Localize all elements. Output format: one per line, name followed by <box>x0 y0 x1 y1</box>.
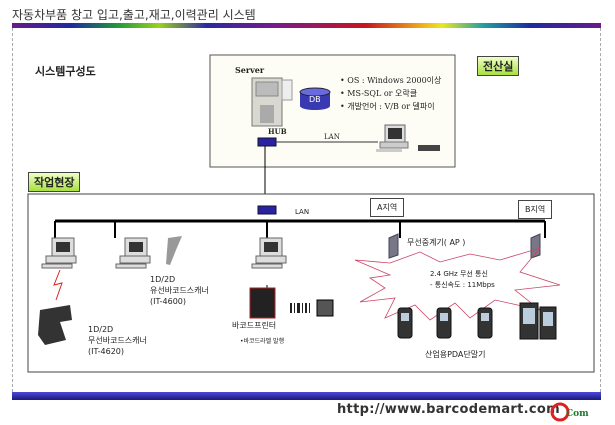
wireless-link-icon <box>53 269 63 301</box>
wireless-scanner-model: (IT-4620) <box>88 347 124 356</box>
spec-os: • OS : Windows 2000이상 <box>340 76 442 85</box>
server-lan-label: LAN <box>324 133 340 141</box>
db-label: DB <box>309 95 321 104</box>
hub-label: HUB <box>268 127 287 136</box>
wireless-scanner-icon <box>38 305 72 345</box>
barcode-icon <box>290 303 310 313</box>
printer-icon <box>418 145 440 151</box>
hub-icon <box>257 137 277 147</box>
pda-label: 산업용PDA단말기 <box>425 350 486 359</box>
qr-code-icon <box>316 299 334 317</box>
footer-bar <box>12 392 601 400</box>
wired-scanner-label: 1D/2D 유선바코드스캐너 (IT-4600) <box>150 274 209 307</box>
ap-label: 무선중계기( AP ) <box>407 238 466 247</box>
svg-text:Com: Com <box>566 409 589 419</box>
barcode-printer-icon <box>249 287 276 319</box>
server-room-box <box>209 54 456 168</box>
workplace-box <box>27 193 595 373</box>
server-label: Server <box>235 65 265 75</box>
wired-scanner-icon <box>166 236 182 265</box>
wired-scanner-model: (IT-4600) <box>150 297 186 306</box>
section-title: 시스템구성도 <box>35 65 96 78</box>
access-point-icon <box>388 233 541 259</box>
wireless-scanner-name: 무선바코드스캐너 <box>88 336 147 345</box>
wireless-scanner-type: 1D/2D <box>88 325 114 334</box>
website-url[interactable]: http://www.barcodemart.com <box>337 402 560 417</box>
page-title: 자동차부품 창고 입고,출고,재고,이력관리 시스템 <box>12 8 256 22</box>
computer-icon <box>376 124 409 152</box>
wireless-scanner-label: 1D/2D 무선바코드스캐너 (IT-4620) <box>88 324 147 357</box>
zone-a-label: A지역 <box>370 198 405 217</box>
wired-scanner-type: 1D/2D <box>150 275 176 284</box>
workplace-hub-icon <box>257 205 277 215</box>
icom-logo: Com <box>550 402 589 422</box>
workplace-label: 작업현장 <box>28 172 81 192</box>
barcode-printer-label: 바코드프린터 <box>232 321 277 330</box>
spec-lang: • 개발언어 : V/B or 델파이 <box>340 102 435 111</box>
server-room-label: 전산실 <box>477 56 520 76</box>
wireless-freq: 2.4 GHz 무선 통신 <box>430 270 488 278</box>
rainbow-divider <box>12 23 601 28</box>
wired-scanner-name: 유선바코드스캐너 <box>150 286 209 295</box>
spec-db: • MS-SQL or 오락클 <box>340 89 418 98</box>
printer-note: •바코드라벨 발행 <box>240 338 285 345</box>
wireless-speed: - 통신속도 : 11Mbps <box>430 281 495 289</box>
zone-b-label: B지역 <box>518 200 553 219</box>
database-icon <box>299 87 331 110</box>
wireless-burst <box>354 247 561 321</box>
workplace-lan-label: LAN <box>295 208 310 216</box>
content-frame <box>12 28 601 392</box>
server-icon <box>251 77 293 127</box>
